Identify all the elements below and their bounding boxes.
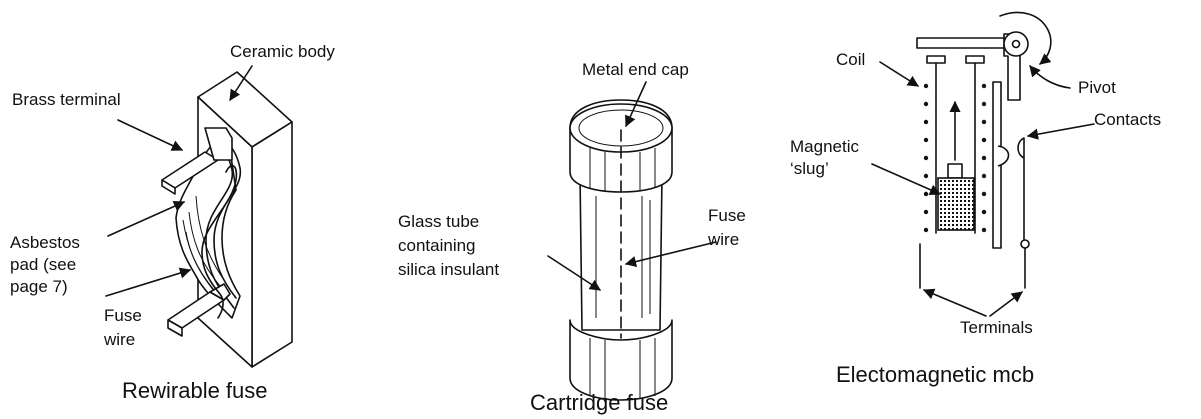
ceramic-body-side bbox=[252, 122, 292, 367]
ceramic-body-label: Ceramic body bbox=[230, 42, 335, 62]
mcb-caption: Electomagnetic mcb bbox=[836, 362, 1034, 388]
cartridge-fuse-drawing bbox=[548, 82, 716, 400]
trip-arm bbox=[917, 38, 1017, 48]
mcb-drawing bbox=[872, 12, 1094, 316]
rewirable-fuse-caption: Rewirable fuse bbox=[122, 378, 268, 404]
asbestos-pad-label: Asbestos pad (see page 7) bbox=[10, 232, 80, 298]
cartridge-fuse-caption: Cartridge fuse bbox=[530, 390, 668, 416]
metal-end-cap-label: Metal end cap bbox=[582, 60, 689, 80]
rewirable-fuse-wire-label: Fuse wire bbox=[104, 304, 142, 352]
magnetic-slug-label: Magnetic ‘slug’ bbox=[790, 136, 859, 180]
lower-end-cap bbox=[570, 320, 672, 400]
magnetic-slug bbox=[938, 178, 974, 230]
pivot-label: Pivot bbox=[1078, 78, 1116, 98]
glass-tube-label: Glass tube containing silica insulant bbox=[398, 210, 499, 282]
contacts-label: Contacts bbox=[1094, 110, 1161, 130]
brass-terminal-label: Brass terminal bbox=[12, 90, 121, 110]
terminals-label: Terminals bbox=[960, 318, 1033, 338]
coil-label: Coil bbox=[836, 50, 865, 70]
cartridge-fuse-wire-label: Fuse wire bbox=[708, 204, 746, 252]
